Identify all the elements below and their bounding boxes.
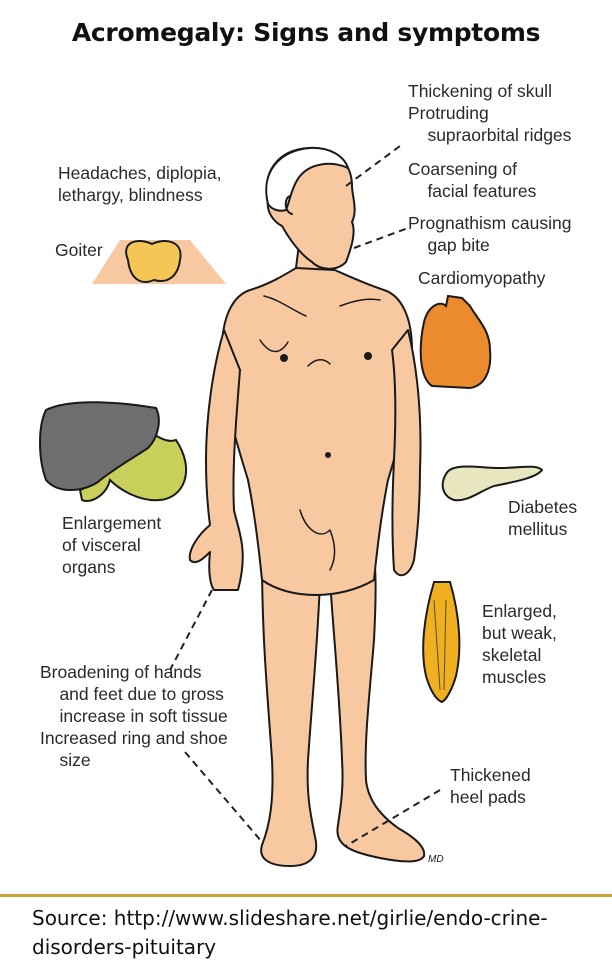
human-figure bbox=[188, 146, 426, 867]
goiter-icon bbox=[92, 240, 226, 284]
muscle-icon bbox=[422, 581, 461, 704]
label-prognathism: Prognathism causing gap bite bbox=[408, 213, 572, 255]
illustration: MD bbox=[39, 145, 544, 867]
label-visceral-organs: Enlargement of visceral organs bbox=[62, 513, 162, 577]
label-cardiomyopathy: Cardiomyopathy bbox=[418, 268, 546, 288]
source-citation: Source: http://www.slideshare.net/girlie… bbox=[32, 906, 548, 959]
label-thickening-of-skull: Thickening of skull Protruding supraorbi… bbox=[408, 81, 572, 145]
heart-icon bbox=[419, 294, 492, 390]
svg-text:MD: MD bbox=[428, 854, 444, 865]
label-headaches: Headaches, diplopia, lethargy, blindness bbox=[58, 163, 222, 205]
label-goiter: Goiter bbox=[55, 240, 103, 260]
page-title: Acromegaly: Signs and symptoms bbox=[71, 18, 541, 47]
label-diabetes: Diabetes mellitus bbox=[508, 497, 578, 539]
label-broadening-hands-feet: Broadening of hands and feet due to gros… bbox=[40, 662, 228, 770]
pancreas-icon bbox=[441, 465, 544, 502]
label-skeletal-muscles: Enlarged, but weak, skeletal muscles bbox=[482, 601, 557, 687]
label-coarsening-facial-features: Coarsening of facial features bbox=[408, 159, 537, 201]
divider bbox=[0, 894, 612, 897]
hair bbox=[265, 146, 349, 212]
liver-stomach-icon bbox=[39, 401, 187, 502]
label-heel-pads: Thickened heel pads bbox=[450, 765, 531, 807]
